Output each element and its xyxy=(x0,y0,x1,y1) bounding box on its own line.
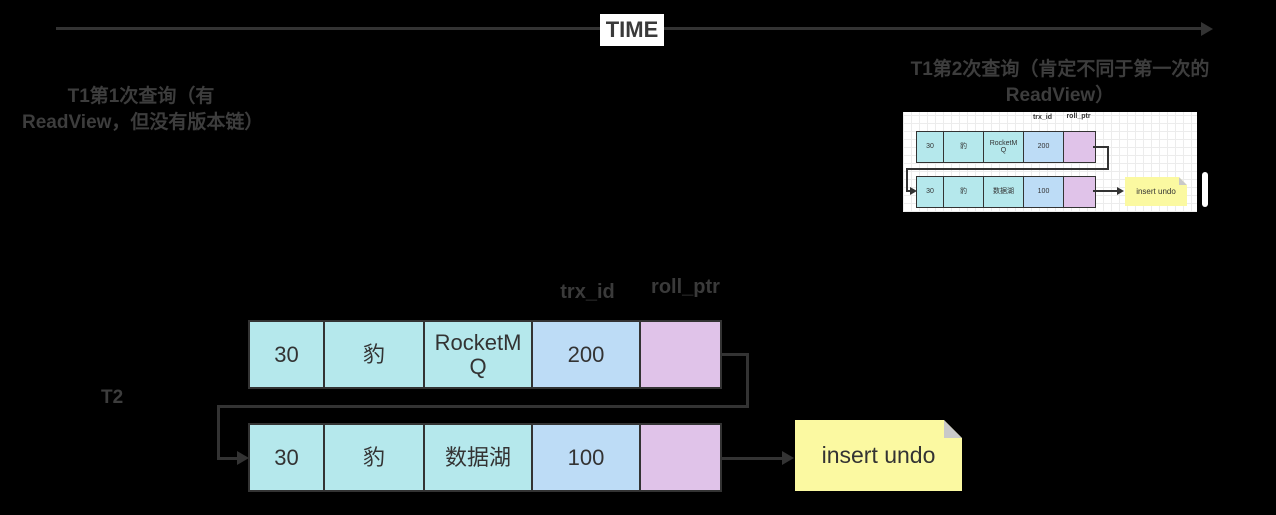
mini-cell-value: 数据湖 xyxy=(984,177,1023,207)
mini-roll-ptr-header: roll_ptr xyxy=(1066,113,1091,120)
cell-value: 数据湖 xyxy=(425,425,531,490)
undo-arrowhead-icon xyxy=(782,451,794,465)
cell-name: 豹 xyxy=(325,425,423,490)
mini-connector-arrowhead-icon xyxy=(910,187,917,195)
connector-segment xyxy=(217,405,220,460)
mini-cell-id: 30 xyxy=(917,132,943,162)
cell-name: 豹 xyxy=(325,322,423,387)
version-row-undo: 30 豹 数据湖 100 xyxy=(248,423,722,492)
mini-undo-arrowhead-icon xyxy=(1117,187,1124,195)
trx-id-header: trx_id xyxy=(560,281,615,303)
mini-note-fold-icon xyxy=(1179,177,1187,185)
insert-undo-note: insert undo xyxy=(795,420,962,491)
mini-connector-segment xyxy=(1107,146,1109,170)
roll-ptr-header: roll_ptr xyxy=(651,276,720,298)
version-row-current: 30 豹 RocketMQ 200 xyxy=(248,320,722,389)
mini-undo-arrow xyxy=(1093,190,1119,192)
cell-value: RocketMQ xyxy=(425,322,531,387)
connector-segment xyxy=(217,457,239,460)
mini-trx-id-header: trx_id xyxy=(1032,114,1053,121)
mini-cell-id: 30 xyxy=(917,177,943,207)
connector-arrowhead-icon xyxy=(237,451,249,465)
mini-cell-roll-ptr xyxy=(1064,177,1095,207)
mini-cell-trx-id: 100 xyxy=(1024,177,1063,207)
connector-segment xyxy=(720,353,749,356)
timeline-label: TIME xyxy=(600,14,664,46)
note-fold-icon xyxy=(944,420,962,438)
mini-cell-trx-id: 200 xyxy=(1024,132,1063,162)
mini-cell-roll-ptr xyxy=(1064,132,1095,162)
connector-segment xyxy=(217,405,749,408)
mini-version-row-undo: 30 豹 数据湖 100 xyxy=(916,176,1096,208)
timeline-arrowhead-icon xyxy=(1201,22,1213,36)
mini-version-chain-panel: trx_id roll_ptr 30 豹 RocketMQ 200 30 豹 数… xyxy=(903,112,1197,212)
cell-trx-id: 100 xyxy=(533,425,639,490)
cell-id: 30 xyxy=(250,425,323,490)
mini-connector-segment xyxy=(906,168,908,191)
t1-first-query-heading: T1第1次查询（有ReadView，但没有版本链） xyxy=(22,86,264,133)
mini-connector-segment xyxy=(1093,146,1109,148)
mini-cell-value: RocketMQ xyxy=(984,132,1023,162)
mini-connector-segment xyxy=(906,168,1109,170)
mini-connector-segment xyxy=(906,190,911,192)
undo-arrow xyxy=(720,457,783,460)
connector-segment xyxy=(746,353,749,408)
cell-roll-ptr xyxy=(641,425,720,490)
mini-version-row-current: 30 豹 RocketMQ 200 xyxy=(916,131,1096,163)
cell-trx-id: 200 xyxy=(533,322,639,387)
t1-second-query-heading: T1第2次查询（肯定不同于第一次的ReadView） xyxy=(910,59,1210,106)
t2-transaction-label: T2 xyxy=(101,387,124,408)
mini-cell-name: 豹 xyxy=(944,132,983,162)
mini-cell-name: 豹 xyxy=(944,177,983,207)
cell-id: 30 xyxy=(250,322,323,387)
clipped-white-element xyxy=(1202,172,1208,207)
mini-insert-undo-note: insert undo xyxy=(1125,177,1187,206)
cell-roll-ptr xyxy=(641,322,720,387)
